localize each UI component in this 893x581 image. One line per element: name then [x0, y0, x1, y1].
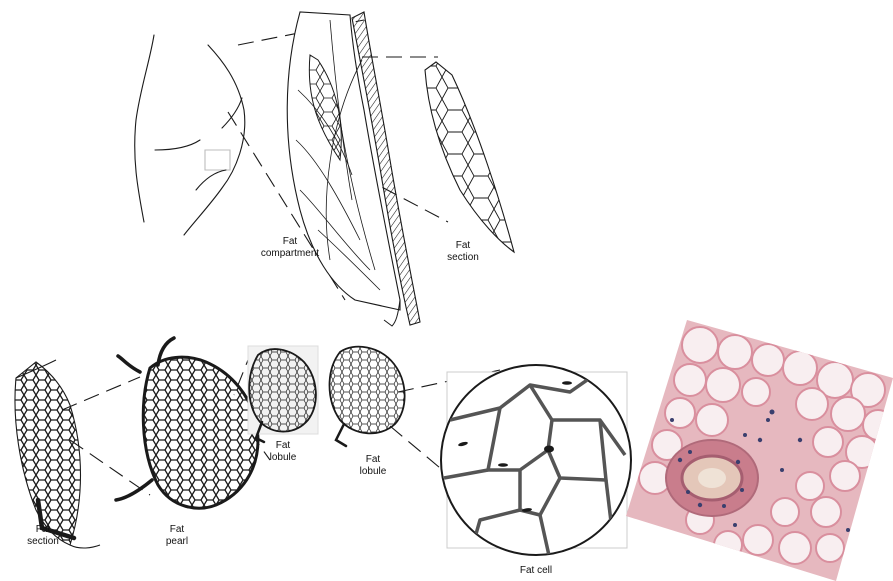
label-fat-section-bottom: Fat section: [22, 524, 64, 548]
label-fat-cell: Fat cell: [506, 565, 566, 577]
label-fat-compartment-line2: compartment: [254, 248, 326, 260]
label-fat-section-top-line1: Fat: [442, 240, 484, 252]
label-fat-pearl-line1: Fat: [156, 524, 198, 536]
label-fat-lobule-1-line2: lobule: [262, 452, 304, 464]
fat-cell-illustration: [441, 365, 631, 560]
fat-lobule-2-illustration: [330, 347, 405, 446]
fat-pearl-illustration: [116, 338, 258, 508]
label-fat-section-bottom-line1: Fat: [22, 524, 64, 536]
body-outline: [135, 35, 245, 235]
fat-section-top-illustration: [425, 62, 514, 252]
label-fat-pearl-line2: pearl: [156, 536, 198, 548]
label-fat-section-top-line2: section: [442, 252, 484, 264]
label-fat-section-top: Fat section: [442, 240, 484, 264]
fat-section-bottom-illustration: [15, 360, 100, 548]
label-fat-cell-text: Fat cell: [506, 565, 566, 577]
label-fat-lobule-2: Fat lobule: [352, 454, 394, 478]
fat-compartment-illustration: [287, 12, 420, 326]
label-fat-lobule-1: Fat lobule: [262, 440, 304, 464]
label-fat-section-bottom-line2: section: [22, 536, 64, 548]
label-fat-lobule-2-line2: lobule: [352, 466, 394, 478]
label-fat-compartment-line1: Fat: [254, 236, 326, 248]
label-fat-pearl: Fat pearl: [156, 524, 198, 548]
label-fat-compartment: Fat compartment: [254, 236, 326, 260]
fat-lobule-1-illustration: [248, 346, 318, 442]
label-fat-lobule-1-line1: Fat: [262, 440, 304, 452]
label-fat-lobule-2-line1: Fat: [352, 454, 394, 466]
histology-micrograph: [626, 320, 893, 581]
